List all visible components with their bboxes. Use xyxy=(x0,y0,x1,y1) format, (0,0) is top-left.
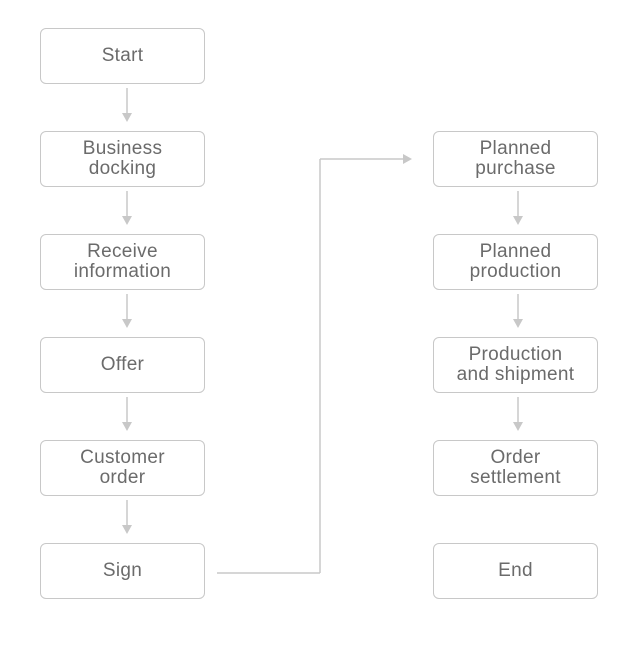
connector-arrow-head xyxy=(403,154,412,164)
node-planned-purchase: Planned purchase xyxy=(433,131,598,187)
node-production-shipment: Production and shipment xyxy=(433,337,598,393)
arrow-left-5-head xyxy=(122,525,132,534)
node-business-docking: Business docking xyxy=(40,131,205,187)
node-start: Start xyxy=(40,28,205,84)
node-receive-information: Receive information xyxy=(40,234,205,290)
node-sign: Sign xyxy=(40,543,205,599)
arrow-left-4-head xyxy=(122,422,132,431)
arrow-left-1-head xyxy=(122,113,132,122)
node-customer-order: Customer order xyxy=(40,440,205,496)
arrow-right-2-head xyxy=(513,319,523,328)
node-order-settlement: Order settlement xyxy=(433,440,598,496)
arrow-right-3-head xyxy=(513,422,523,431)
node-end: End xyxy=(433,543,598,599)
arrow-right-1-head xyxy=(513,216,523,225)
arrow-left-3-head xyxy=(122,319,132,328)
arrow-left-2-head xyxy=(122,216,132,225)
node-planned-production: Planned production xyxy=(433,234,598,290)
node-offer: Offer xyxy=(40,337,205,393)
